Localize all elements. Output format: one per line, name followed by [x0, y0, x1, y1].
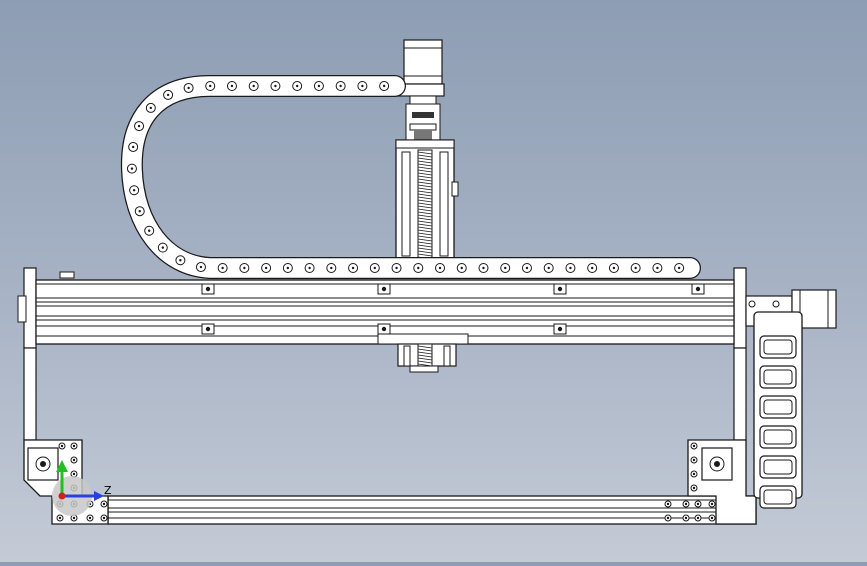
- side-chain-link: [759, 395, 797, 419]
- drag-chain-link: [129, 185, 140, 196]
- drag-chain-link: [500, 263, 511, 273]
- drag-chain-link: [205, 81, 216, 91]
- drag-chain-links: [126, 81, 685, 273]
- bolt: [691, 283, 705, 295]
- bolt: [708, 500, 716, 508]
- bolt: [690, 442, 698, 450]
- drag-chain-link: [157, 242, 168, 253]
- drag-chain-link: [126, 163, 137, 174]
- side-chain-link: [759, 485, 797, 509]
- bolt: [56, 514, 64, 522]
- bolt: [70, 442, 78, 450]
- cable-drag-chain[interactable]: [120, 75, 701, 279]
- drag-chain-link: [357, 81, 368, 92]
- drag-chain-link: [608, 263, 619, 273]
- z-axis-spindle-lower: [377, 333, 469, 373]
- drag-chain-link: [348, 263, 359, 273]
- bolt: [694, 514, 702, 522]
- drag-chain-link: [195, 262, 206, 273]
- drag-chain-link: [163, 89, 174, 100]
- bolt: [682, 514, 690, 522]
- drag-chain-link: [261, 263, 272, 273]
- drag-chain-link: [335, 81, 346, 92]
- drag-chain-link: [587, 263, 598, 273]
- drag-chain-link: [128, 141, 139, 152]
- drag-chain-link: [145, 102, 156, 113]
- drag-chain-link: [391, 263, 402, 273]
- beam-mounting-bolts: [201, 283, 705, 335]
- drag-chain-link: [270, 81, 281, 92]
- side-chain-link: [759, 365, 797, 389]
- bolt: [690, 484, 698, 492]
- side-chain-link: [759, 425, 797, 449]
- drag-chain-link: [630, 263, 641, 273]
- bolt: [86, 514, 94, 522]
- side-chain-link: [759, 335, 797, 359]
- machine-frame[interactable]: [23, 347, 757, 525]
- bolt: [664, 514, 672, 522]
- bolt: [70, 456, 78, 464]
- drag-chain-link: [183, 82, 194, 93]
- bolt: [201, 323, 215, 335]
- y-axis-stepper-motor-right[interactable]: [701, 447, 733, 481]
- bolt: [100, 500, 108, 508]
- bolt: [694, 500, 702, 508]
- drag-chain-link: [217, 263, 228, 273]
- bolt: [201, 283, 215, 295]
- bolt: [690, 456, 698, 464]
- drag-chain-link: [652, 263, 663, 273]
- drag-chain-link: [226, 81, 237, 91]
- bolt: [708, 514, 716, 522]
- bolt: [58, 442, 66, 450]
- drag-chain-link: [313, 81, 324, 92]
- bolt: [664, 500, 672, 508]
- bolt: [377, 283, 391, 295]
- drag-chain-link: [175, 255, 186, 266]
- z-axis-leadscrew: [417, 149, 433, 260]
- bolt: [377, 323, 391, 335]
- y-axis-stepper-motor-left[interactable]: [27, 447, 59, 481]
- drag-chain-link: [478, 263, 489, 273]
- z-axis-coupler: [405, 103, 441, 141]
- drag-chain-link: [379, 81, 390, 92]
- drag-chain-link: [435, 263, 446, 273]
- z-axis-carriage[interactable]: [395, 139, 459, 261]
- drag-chain-link: [134, 121, 145, 132]
- drag-chain-link: [456, 263, 467, 273]
- bolt: [682, 500, 690, 508]
- drag-chain-link: [134, 206, 145, 217]
- drag-chain-link: [304, 263, 315, 273]
- bolt: [553, 283, 567, 295]
- drag-chain-link: [282, 263, 293, 273]
- bolt: [553, 323, 567, 335]
- drag-chain-link: [543, 263, 554, 273]
- drag-chain-link: [144, 225, 155, 236]
- drag-chain-link: [413, 263, 424, 273]
- drag-chain-link: [292, 81, 303, 92]
- gantry-beam[interactable]: [17, 267, 747, 349]
- drag-chain-link: [565, 263, 576, 273]
- drag-chain-link: [369, 263, 380, 273]
- bolt: [690, 470, 698, 478]
- triad-z-label: Z: [104, 484, 112, 497]
- drag-chain-link: [239, 263, 250, 273]
- drag-chain-link: [248, 81, 259, 92]
- side-cable-chain[interactable]: [753, 311, 803, 509]
- frame-bolts: [56, 442, 716, 522]
- drag-chain-link: [326, 263, 337, 273]
- drag-chain-link: [521, 263, 532, 273]
- drag-chain-link: [674, 263, 685, 273]
- z-axis-stepper-motor[interactable]: [391, 39, 445, 105]
- side-chain-link: [759, 455, 797, 479]
- bolt: [100, 514, 108, 522]
- coordinate-triad: Z: [52, 460, 112, 516]
